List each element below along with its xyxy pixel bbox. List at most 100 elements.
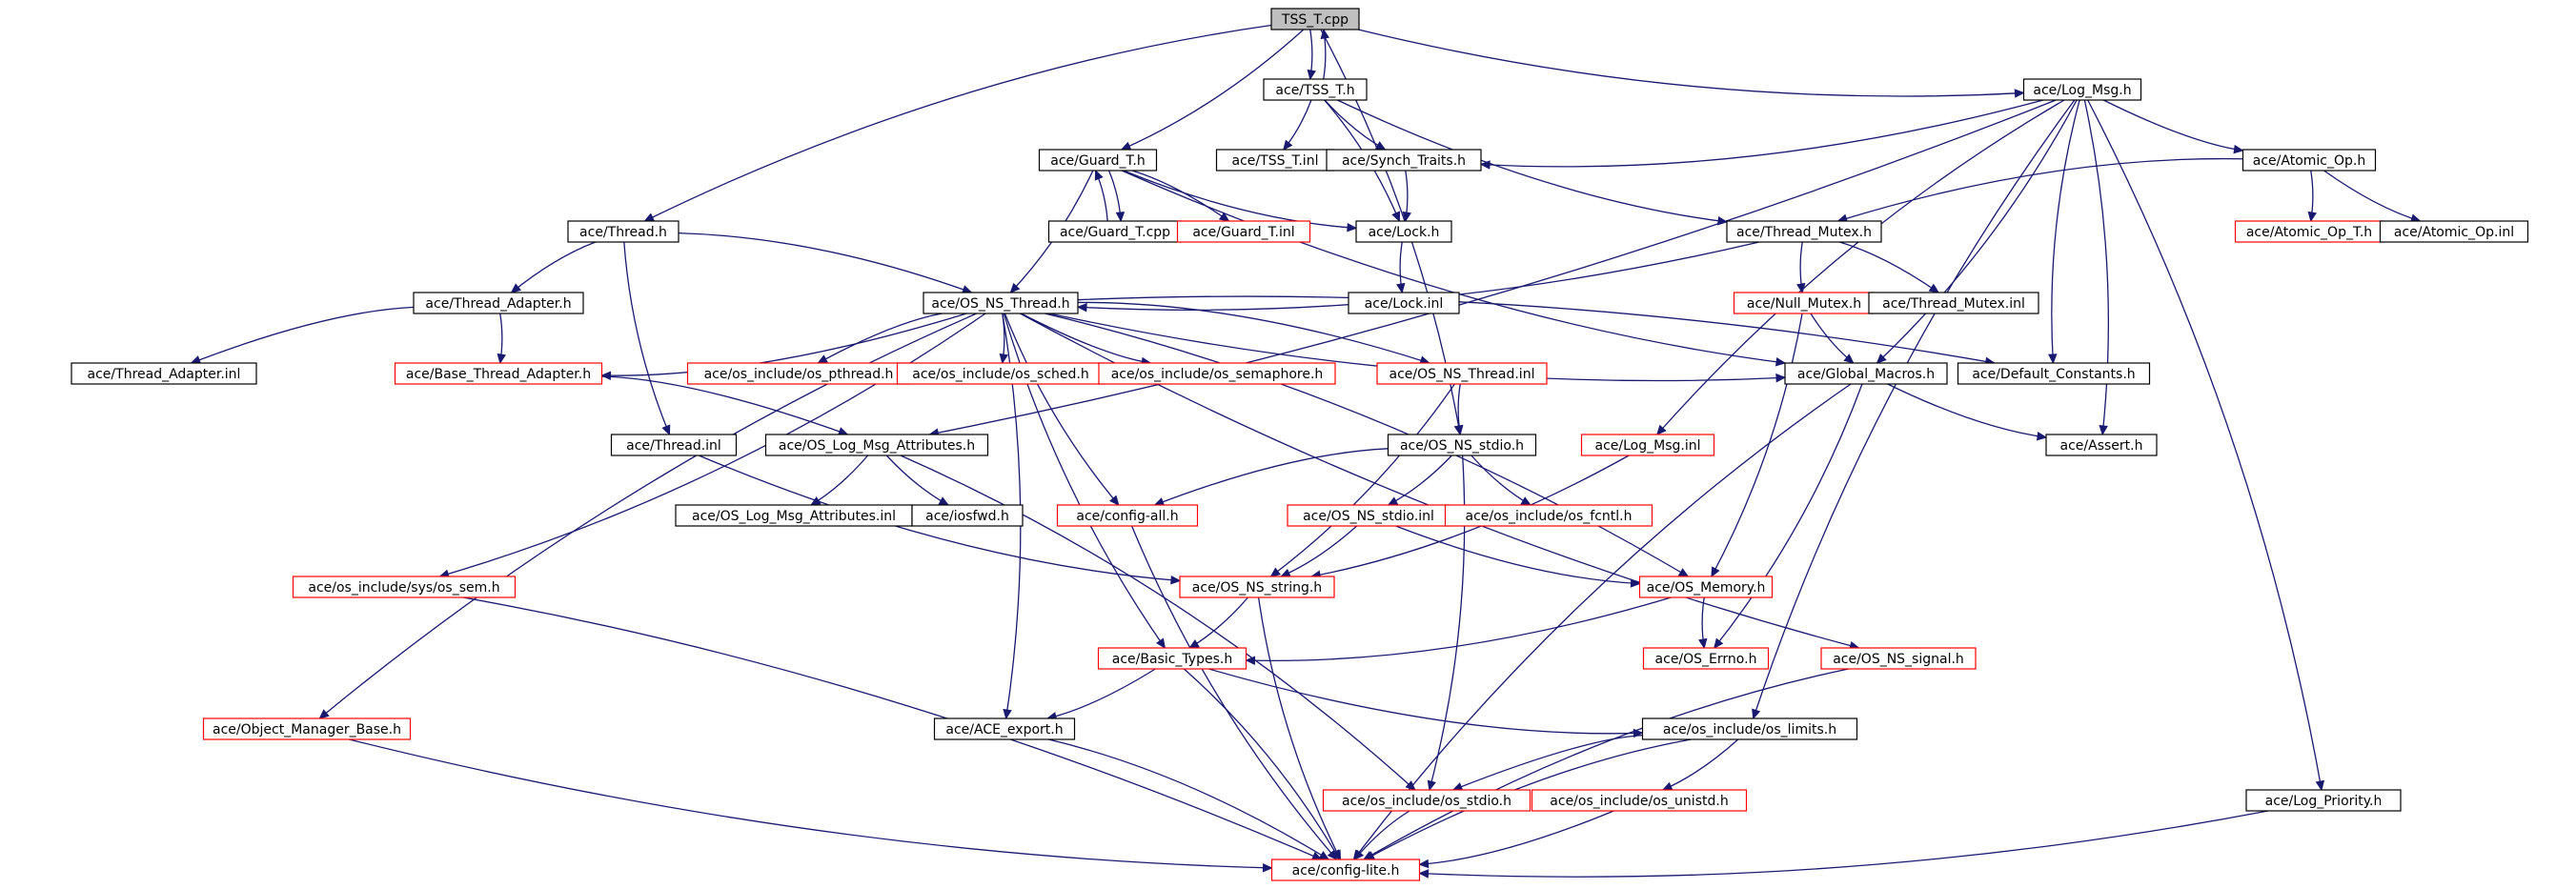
node-label: ace/Log_Priority.h [2265, 794, 2383, 809]
node-box [1642, 647, 1770, 670]
node-ace-export[interactable]: ace/ACE_export.h [933, 717, 1076, 740]
node-guard-cpp[interactable]: ace/Guard_T.cpp [1047, 220, 1183, 243]
node-tss-h[interactable]: ace/TSS_T.h [1263, 78, 1368, 101]
node-null-mutex[interactable]: ace/Null_Mutex.h [1733, 292, 1876, 314]
node-os-errno[interactable]: ace/OS_Errno.h [1642, 647, 1770, 670]
node-box [1176, 220, 1311, 243]
node-label: ace/Base_Thread_Adapter.h [406, 367, 591, 382]
node-os-stdio[interactable]: ace/os_include/os_stdio.h [1322, 789, 1531, 812]
node-os-ns-stdio-inl[interactable]: ace/OS_NS_stdio.inl [1287, 504, 1450, 527]
node-os-semaphore[interactable]: ace/os_include/os_semaphore.h [1098, 362, 1336, 385]
arrowhead-os_ns_stdio_h-to-os_stdio [1427, 779, 1436, 792]
node-thread-adapter-inl[interactable]: ace/Thread_Adapter.inl [71, 362, 257, 385]
edge-os_ns_thread_h-to-os_ns_thread_inl [1077, 301, 1430, 364]
arrowhead-ace_export-to-config_lite [1318, 850, 1330, 860]
node-guard-h[interactable]: ace/Guard_T.h [1038, 149, 1158, 172]
node-os-pthread[interactable]: ace/os_include/os_pthread.h [686, 362, 911, 385]
node-guard-inl[interactable]: ace/Guard_T.inl [1176, 220, 1311, 243]
node-thread-mutex-inl[interactable]: ace/Thread_Mutex.inl [1868, 292, 2039, 314]
node-label: ace/TSS_T.inl [1232, 153, 1319, 169]
edge-os_limits-to-os_stdio [1452, 735, 1643, 791]
arrowhead-os_limits-to-os_unistd [1661, 781, 1673, 791]
edge-global_macros-to-os_errno [1714, 383, 1863, 649]
node-os-memory[interactable]: ace/OS_Memory.h [1638, 576, 1774, 598]
node-sys-os-sem[interactable]: ace/os_include/sys/os_sem.h [292, 576, 517, 598]
arrowhead-os_ns_thread_h-to-global_macros [1775, 373, 1787, 383]
node-label: ace/os_include/os_unistd.h [1550, 794, 1728, 809]
arrowhead-log_msg_h-to-os_limits [1752, 708, 1761, 720]
edge-log_msg_h-to-global_macros [1876, 99, 2078, 364]
node-tss-cpp: TSS_T.cpp [1270, 8, 1360, 30]
nodes-layer: TSS_T.cpp ace/TSS_T.h ace/Log_Msg.h ace/TSS… [71, 8, 2529, 881]
node-log-priority[interactable]: ace/Log_Priority.h [2245, 789, 2402, 812]
node-box [1355, 220, 1452, 243]
node-default-constants[interactable]: ace/Default_Constants.h [1957, 362, 2151, 385]
node-box [610, 434, 738, 456]
node-atomic-op-inl[interactable]: ace/Atomic_Op.inl [2379, 220, 2529, 243]
node-lock-h[interactable]: ace/Lock.h [1355, 220, 1452, 243]
node-label: ace/Thread_Adapter.inl [88, 367, 241, 382]
node-thread-mutex-h[interactable]: ace/Thread_Mutex.h [1726, 220, 1882, 243]
node-atomic-op-t[interactable]: ace/Atomic_Op_T.h [2234, 220, 2384, 243]
node-basic-types[interactable]: ace/Basic_Types.h [1097, 647, 1247, 670]
node-tss-inl[interactable]: ace/TSS_T.inl [1215, 149, 1335, 172]
node-os-ns-thread-inl[interactable]: ace/OS_NS_Thread.inl [1376, 362, 1548, 385]
node-assert-h[interactable]: ace/Assert.h [2045, 434, 2158, 456]
edge-os_ns_thread_h-to-sys_os_sem [439, 313, 986, 577]
node-synch-traits[interactable]: ace/Synch_Traits.h [1326, 149, 1482, 172]
node-label: ace/Atomic_Op_T.h [2246, 225, 2372, 240]
arrowhead-global_macros-to-assert_h [2036, 432, 2048, 441]
node-iosfwd[interactable]: ace/iosfwd.h [911, 504, 1024, 527]
node-log-msg-h[interactable]: ace/Log_Msg.h [2022, 78, 2142, 101]
node-global-macros[interactable]: ace/Global_Macros.h [1784, 362, 1948, 385]
edge-os_ns_stdio_h-to-config_all [1154, 448, 1389, 506]
arrowhead-tss_cpp-to-guard_h [1120, 141, 1132, 151]
node-lock-inl[interactable]: ace/Lock.inl [1348, 292, 1460, 314]
edge-config_all-to-config_lite [1130, 525, 1338, 860]
node-config-lite[interactable]: ace/config-lite.h [1270, 859, 1421, 881]
arrowhead-log_msg_h-to-log_msg_inl [1655, 424, 1667, 435]
node-box [413, 292, 584, 314]
node-os-unistd[interactable]: ace/os_include/os_unistd.h [1531, 789, 1748, 812]
edge-os_log_msg_attr-to-os_stdio [900, 455, 1416, 791]
node-label: ace/OS_NS_stdio.inl [1303, 509, 1434, 524]
node-os-ns-string[interactable]: ace/OS_NS_string.h [1179, 576, 1335, 598]
node-os-ns-thread-h[interactable]: ace/OS_NS_Thread.h [923, 292, 1079, 314]
node-box [923, 292, 1079, 314]
arrowhead-lock_h-to-lock_inl [1396, 282, 1406, 294]
node-object-manager-base[interactable]: ace/Object_Manager_Base.h [202, 717, 412, 740]
arrowhead-os_unistd-to-config_lite [1418, 859, 1430, 869]
node-box [567, 220, 679, 243]
node-thread-h[interactable]: ace/Thread.h [567, 220, 679, 243]
edge-null_mutex-to-global_macros [1810, 313, 1855, 364]
node-os-ns-signal[interactable]: ace/OS_NS_signal.h [1820, 647, 1977, 670]
node-box [1056, 504, 1199, 527]
node-os-fcntl[interactable]: ace/os_include/os_fcntl.h [1444, 504, 1653, 527]
node-thread-adapter-h[interactable]: ace/Thread_Adapter.h [413, 292, 584, 314]
node-label: ace/Atomic_Op.inl [2394, 225, 2514, 240]
node-thread-inl[interactable]: ace/Thread.inl [610, 434, 738, 456]
node-box [292, 576, 517, 598]
arrowhead-os_ns_thread_h-to-os_memory [1677, 568, 1690, 577]
edge-global_macros-to-config_lite [1352, 383, 1852, 860]
node-log-msg-inl[interactable]: ace/Log_Msg.inl [1580, 434, 1715, 456]
node-os-log-msg-attr-inl[interactable]: ace/OS_Log_Msg_Attributes.inl [675, 504, 913, 527]
node-label: ace/Thread.h [579, 225, 667, 240]
node-os-sched[interactable]: ace/os_include/os_sched.h [896, 362, 1105, 385]
node-os-log-msg-attr[interactable]: ace/OS_Log_Msg_Attributes.h [764, 434, 989, 456]
node-label: ace/Thread.inl [626, 438, 721, 454]
arrowhead-tss_cpp-to-thread_h [643, 212, 656, 222]
edge-log_priority-to-config_lite [1419, 810, 2269, 878]
node-label: ace/Guard_T.cpp [1060, 225, 1170, 240]
node-base-thread-adapter[interactable]: ace/Base_Thread_Adapter.h [394, 362, 603, 385]
node-box [1097, 647, 1247, 670]
node-os-limits[interactable]: ace/os_include/os_limits.h [1641, 717, 1858, 740]
edge-sys_os_sem-to-config_lite [462, 596, 1322, 860]
arrowhead-thread_mutex_h-to-os_ns_thread_h [1076, 302, 1087, 313]
node-box [1531, 789, 1748, 812]
node-config-all[interactable]: ace/config-all.h [1056, 504, 1199, 527]
arrowhead-log_msg_h-to-default_constants [2048, 354, 2058, 365]
node-os-ns-stdio-h[interactable]: ace/OS_NS_stdio.h [1387, 434, 1537, 456]
node-box [394, 362, 603, 385]
node-atomic-op-h[interactable]: ace/Atomic_Op.h [2241, 149, 2377, 172]
